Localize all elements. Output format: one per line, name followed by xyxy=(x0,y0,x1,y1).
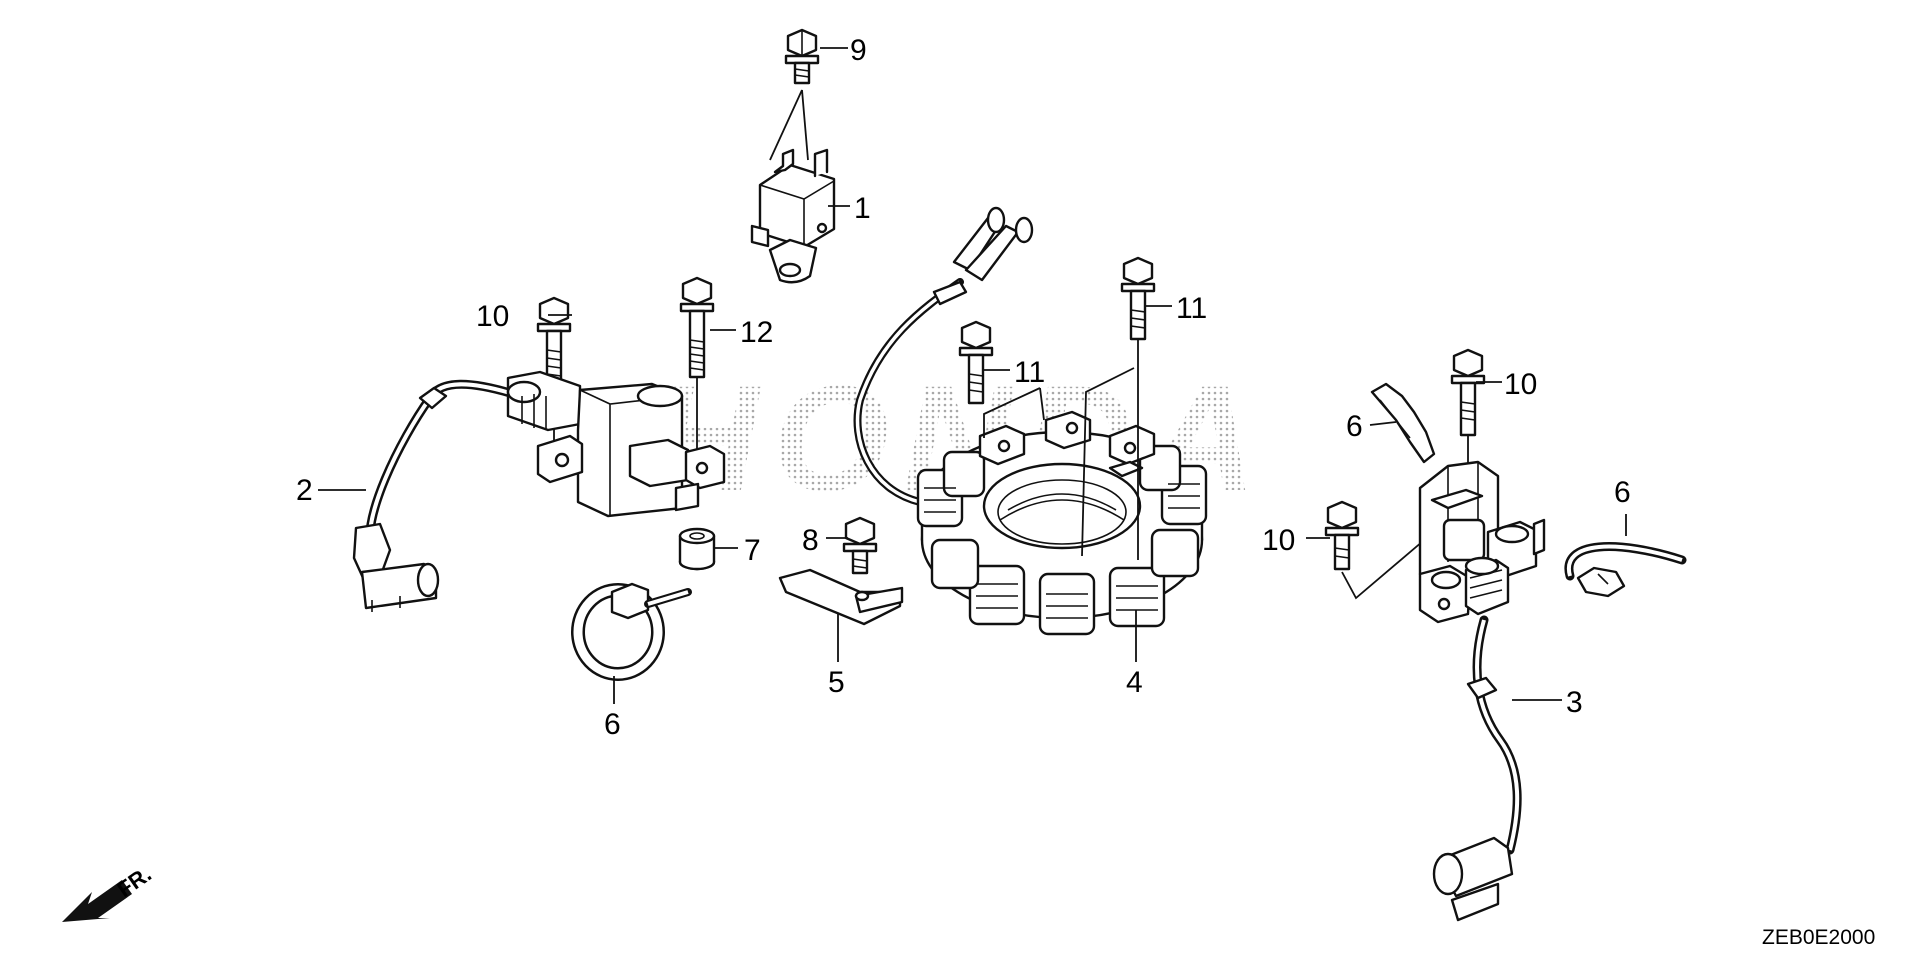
front-direction-arrow: FR. xyxy=(62,861,156,922)
callout-6-upper: 6 xyxy=(1346,410,1363,443)
clamp-6-left xyxy=(571,582,692,681)
control-module-1 xyxy=(750,89,836,284)
callout-2: 2 xyxy=(296,474,313,507)
callout-5: 5 xyxy=(828,666,845,699)
cable-clip-6-upper xyxy=(1370,382,1436,464)
callout-4: 4 xyxy=(1126,666,1143,699)
callout-6-left: 6 xyxy=(604,708,621,741)
callout-11-lower: 11 xyxy=(1014,356,1045,389)
stator-wire-harness xyxy=(853,206,1034,506)
collar-7 xyxy=(678,527,716,571)
cable-tie-6-right xyxy=(1564,542,1687,598)
callout-10-left: 10 xyxy=(476,300,509,333)
callout-leaders xyxy=(318,47,1627,704)
bolt-9 xyxy=(784,28,820,85)
callout-8: 8 xyxy=(802,524,819,557)
callout-12: 12 xyxy=(740,316,773,349)
callout-10-right-top: 10 xyxy=(1504,368,1537,401)
bracket-plate-5 xyxy=(778,568,904,626)
callout-1: 1 xyxy=(854,192,871,225)
ignition-coil-2 xyxy=(352,370,726,612)
bolt-11-upper xyxy=(1120,256,1156,560)
bolt-12 xyxy=(679,276,715,450)
callout-6-right: 6 xyxy=(1614,476,1631,509)
bolt-11-lower xyxy=(958,320,994,405)
callout-10-right-lower: 10 xyxy=(1262,524,1295,557)
ignition-coil-3 xyxy=(1418,460,1546,922)
stator-bolt-leaders xyxy=(983,367,1135,557)
callout-labels: 9 1 10 12 2 7 8 6 5 4 11 11 6 6 10 10 3 xyxy=(296,34,1631,741)
callout-7: 7 xyxy=(744,534,761,567)
bolt-10-right-top xyxy=(1450,348,1486,470)
callout-3: 3 xyxy=(1566,686,1583,719)
bolt-8 xyxy=(842,516,878,575)
callout-11-upper: 11 xyxy=(1176,292,1207,325)
stator-4 xyxy=(916,410,1208,636)
figure-code: ZEB0E2000 xyxy=(1762,926,1875,949)
bolt-10-right-lower xyxy=(1324,500,1437,600)
callout-9: 9 xyxy=(850,34,867,67)
